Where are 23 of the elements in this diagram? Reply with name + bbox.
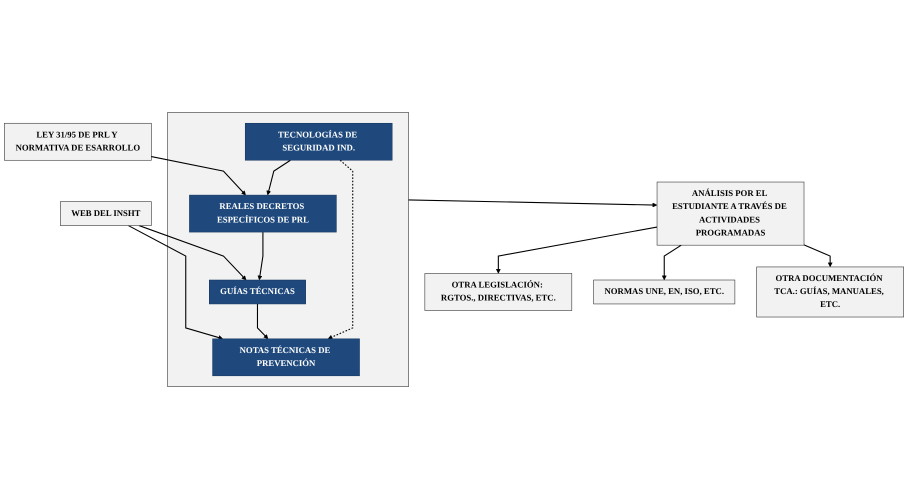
node-box	[424, 274, 572, 312]
node-box	[189, 195, 337, 233]
node-box	[244, 123, 392, 161]
arrow	[408, 200, 658, 208]
arrow	[258, 232, 264, 281]
arrow	[496, 226, 658, 274]
arrow	[128, 226, 224, 340]
node-box	[4, 123, 152, 161]
arrow	[804, 244, 833, 268]
node-box	[209, 280, 306, 305]
flowchart-diagram: LEY 31/95 DE PRL Y NORMATIVA DE ESARROLLO WEB DEL INSHT TECNOLOGÍAS DE SEGURIDAD IND. REALES DECRETOS ESPECÍFICOS DE PRL GUÍAS TÉCNICAS NOTAS TÉCNICAS DE PREVENCIÓN ANÁLISIS POR EL ESTUDIANTE A TRAVÉS DE ACTIVIDADES PROGRAMADAS OTRA LEGISLACIÓN: RGTOS., DIRECTIVAS, ETC. NORMAS UNE, EN, ISO, ETC. OTRA DOCUMENTACIÓN TCA.: GUÍAS, MANUALES, ETC.	[0, 108, 908, 392]
node-box	[593, 280, 736, 305]
node-box	[756, 267, 904, 318]
node-box	[656, 182, 804, 246]
arrow	[328, 160, 354, 340]
arrow	[151, 156, 246, 196]
arrow	[256, 304, 268, 340]
node-box	[212, 338, 360, 377]
arrow	[662, 245, 682, 281]
arrow	[138, 226, 246, 281]
cluster	[167, 112, 409, 388]
node-box	[60, 202, 152, 226]
arrow	[266, 160, 291, 196]
